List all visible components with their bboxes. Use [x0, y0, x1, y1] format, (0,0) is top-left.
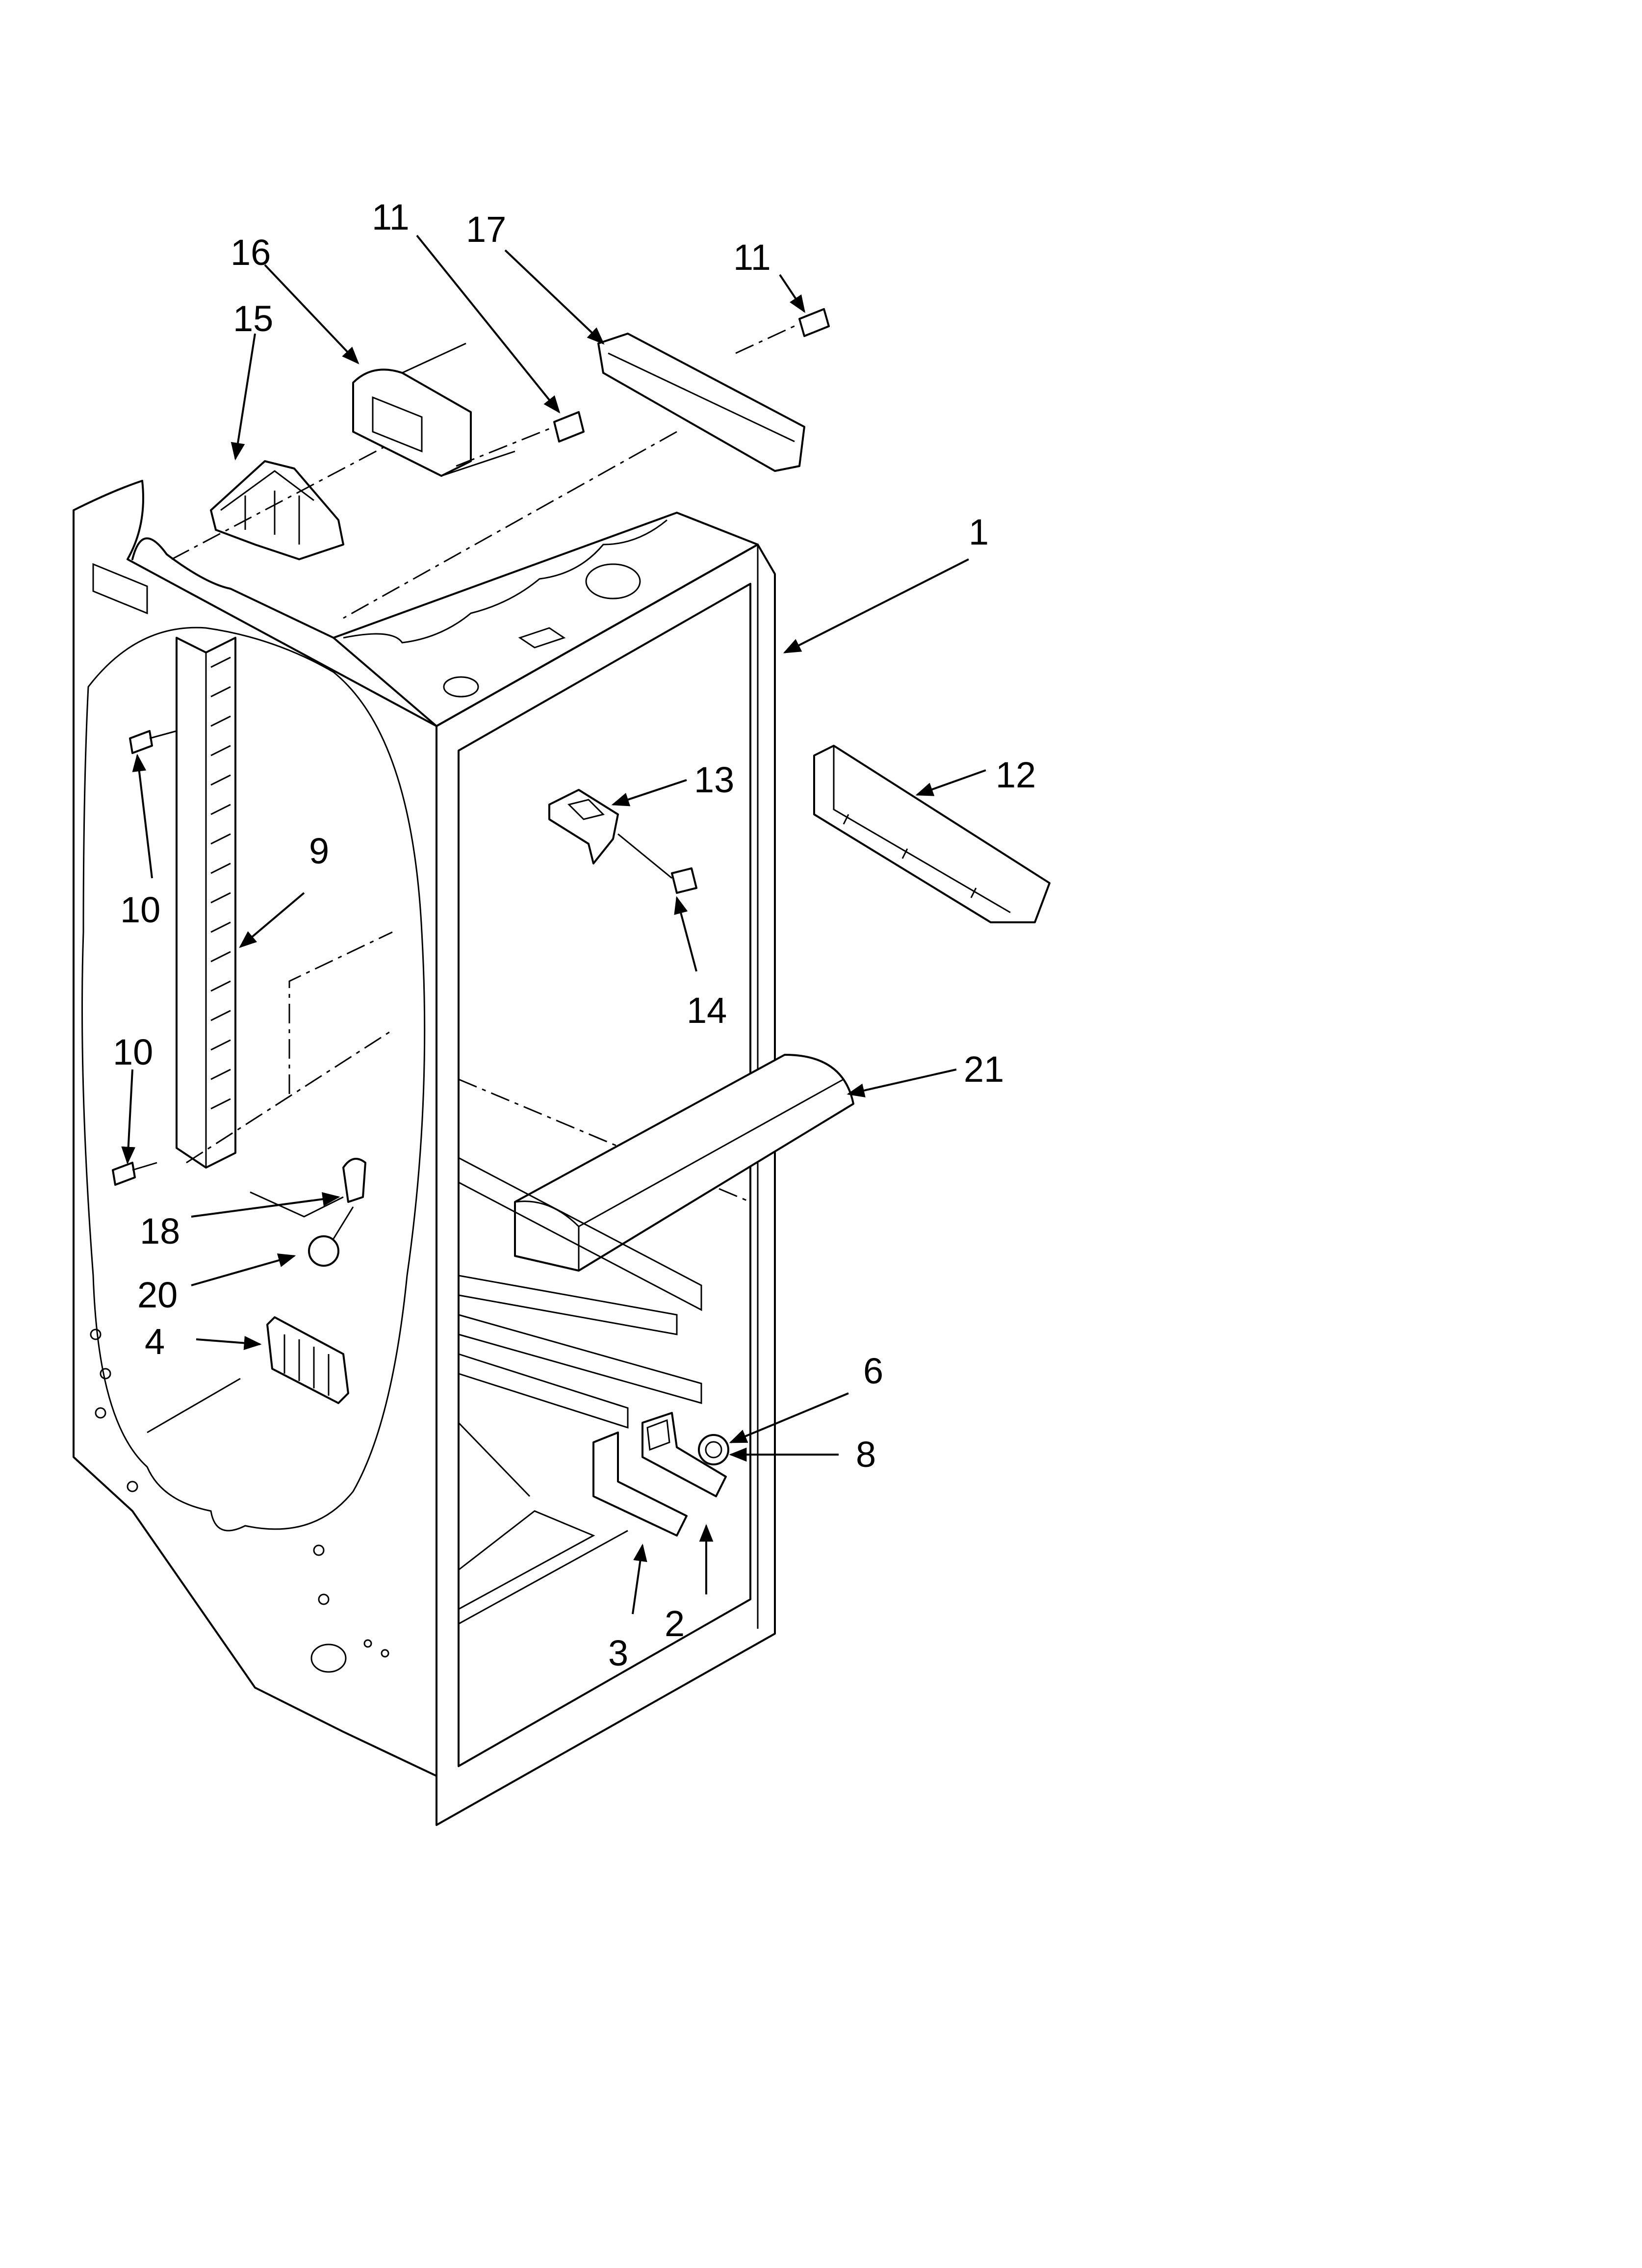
callout-16: 16	[231, 232, 271, 273]
callout-4: 4	[145, 1321, 165, 1362]
callout-15: 15	[233, 298, 273, 339]
part-9-rail	[176, 637, 393, 1169]
bottom-frame	[458, 1510, 628, 1625]
callout-11-left: 11	[372, 197, 410, 237]
part-11-screw-left	[456, 411, 585, 467]
part-12-crisper-rail	[813, 745, 1051, 923]
part-10-screw-upper	[129, 730, 177, 754]
callout-11-right: 11	[733, 237, 771, 278]
part-16-bracket	[352, 342, 515, 477]
callout-2: 2	[665, 1603, 685, 1644]
part-14-screw	[617, 833, 697, 894]
part-17-top-trim	[343, 333, 805, 619]
inner-rails	[458, 1157, 702, 1429]
callout-18: 18	[140, 1211, 180, 1251]
part-13-bracket	[548, 789, 619, 864]
callout-10-upper: 10	[120, 889, 160, 930]
callout-12: 12	[996, 755, 1036, 795]
callout-10-lower: 10	[113, 1032, 153, 1072]
callout-leaders	[121, 235, 986, 1615]
part-4-vent-grille	[147, 1316, 349, 1434]
callout-3: 3	[608, 1633, 628, 1673]
part-2-bracket	[641, 1412, 727, 1497]
callout-14: 14	[687, 990, 727, 1031]
callout-13: 13	[694, 759, 734, 800]
callout-21: 21	[964, 1049, 1004, 1090]
part-6-knob	[698, 1434, 729, 1465]
callout-labels: 1 2 3 4 6 8 9 10 10 11 11 12 13 14 15 16…	[113, 197, 1036, 1673]
callout-17: 17	[466, 209, 506, 250]
callout-9: 9	[309, 831, 329, 871]
part-3-bracket	[592, 1432, 688, 1537]
part-11-screw-right	[735, 308, 830, 354]
callout-8: 8	[856, 1434, 876, 1475]
callout-1: 1	[969, 512, 989, 552]
part-10-screw-lower	[112, 1162, 157, 1186]
callout-6: 6	[863, 1351, 883, 1391]
part-15-light-housing	[171, 421, 432, 560]
callout-20: 20	[137, 1275, 178, 1315]
part-18-socket	[250, 1158, 366, 1218]
part-20-bulb	[308, 1206, 354, 1267]
